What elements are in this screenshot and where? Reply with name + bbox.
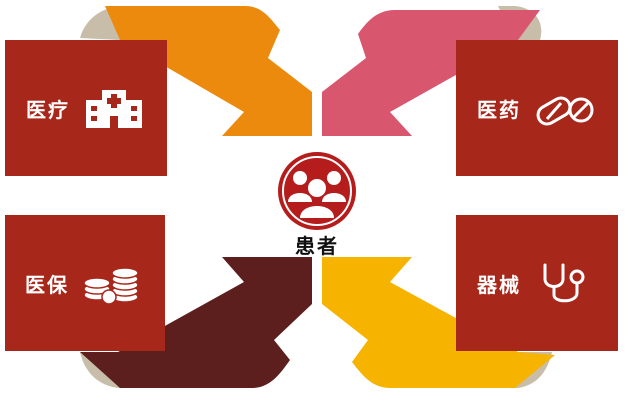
- arrow-top-left: [105, 6, 312, 136]
- box-label-insurance: 医保: [25, 272, 69, 297]
- box-label-pharma: 医药: [477, 97, 521, 122]
- coins-icon: [83, 267, 139, 305]
- box-devices: 器械: [456, 215, 618, 351]
- arrow-bottom-left: [80, 257, 312, 388]
- box-medical: 医疗: [5, 40, 167, 176]
- arrow-bottom-right: [322, 257, 555, 388]
- pills-icon: [536, 96, 594, 126]
- box-pharma: 医药: [456, 40, 618, 176]
- center-label: 患者: [295, 234, 339, 258]
- box-insurance: 医保: [5, 215, 165, 351]
- stethoscope-icon: [543, 263, 585, 303]
- hospital-icon: [86, 90, 142, 128]
- patients-group-icon: [278, 152, 356, 230]
- box-label-devices: 器械: [477, 272, 521, 297]
- box-label-medical: 医疗: [26, 97, 70, 122]
